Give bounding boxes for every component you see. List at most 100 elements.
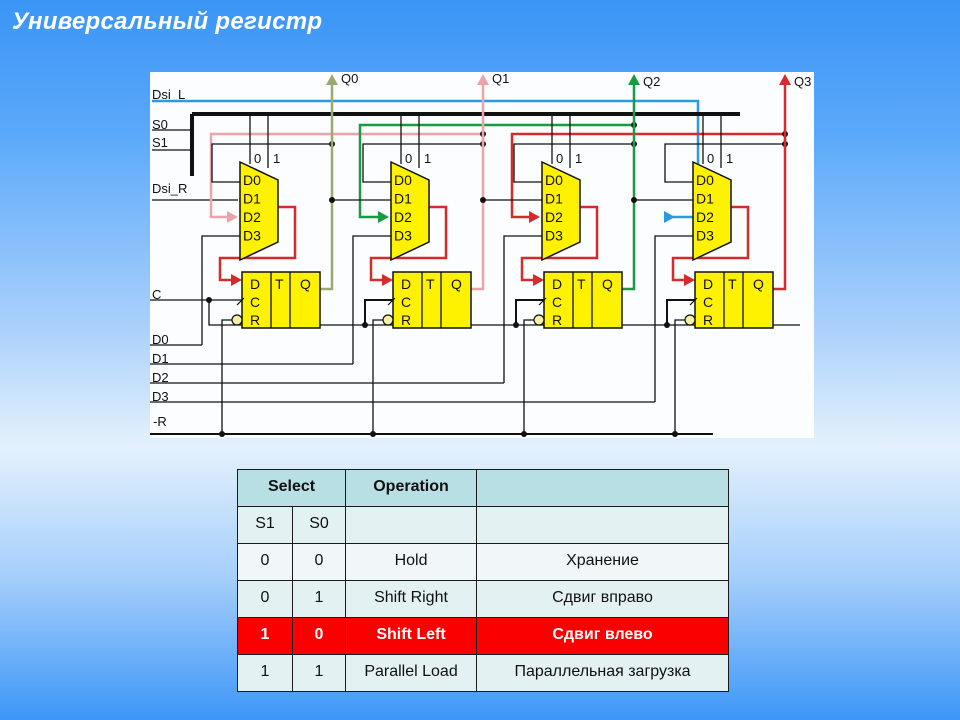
- mux-select-label: 1: [273, 151, 280, 166]
- cell-s0: 1: [291, 654, 347, 692]
- cell-s1: 1: [237, 617, 293, 655]
- reset-tap: [523, 319, 534, 434]
- cell-s1: 0: [237, 580, 293, 618]
- label-dsi-r: Dsi_R: [152, 181, 187, 196]
- mux-input-label: D0: [243, 172, 261, 188]
- flip-flop: [241, 271, 321, 329]
- ff-label: Q: [451, 276, 462, 292]
- mux-to-ff: [369, 205, 448, 282]
- junction-dot: [329, 197, 335, 203]
- mux-input-label: D2: [243, 209, 261, 225]
- cell-s0: 0: [291, 617, 347, 655]
- q1-feedback: [209, 132, 483, 219]
- mux-input-label: D3: [243, 228, 261, 244]
- mux-input-label: D3: [394, 228, 412, 244]
- mux-input-label: D2: [545, 209, 563, 225]
- hold-loop: [362, 143, 483, 183]
- ff-label: C: [250, 294, 260, 310]
- junction-dot: [664, 322, 670, 328]
- table-row: 0 1 Shift Right Сдвиг вправо: [237, 580, 730, 618]
- q-output-1: [471, 82, 485, 291]
- label-d1: D1: [152, 351, 169, 366]
- reset-bubble: [684, 314, 696, 326]
- mux: [692, 160, 732, 262]
- label-q0: Q0: [341, 72, 358, 86]
- clock-tap: [364, 299, 393, 325]
- output-arrow-3: [779, 74, 791, 85]
- slide-title: Универсальный регистр: [12, 8, 323, 35]
- arrow-head: [529, 211, 540, 223]
- ff-label: R: [250, 312, 260, 328]
- arrow-head: [227, 211, 238, 223]
- flip-flop: [392, 271, 472, 329]
- output-arrow-1: [477, 74, 489, 85]
- cell-operation: Parallel Load: [345, 654, 478, 692]
- ff-label: T: [426, 276, 435, 292]
- mux-select-label: 0: [556, 151, 563, 166]
- table-row: 1 1 Parallel Load Параллельная загрузка: [237, 654, 730, 692]
- subheader-s0: S0: [291, 506, 347, 544]
- ff-label: D: [552, 276, 562, 292]
- parallel-input-wire: [503, 235, 542, 383]
- header-description: [476, 469, 730, 507]
- mux: [390, 160, 430, 262]
- ff-label: R: [552, 312, 562, 328]
- mux-input-label: D0: [394, 172, 412, 188]
- table-header-row: Select Operation: [236, 469, 730, 507]
- mux-input-label: D1: [545, 191, 563, 207]
- ff-label: Q: [602, 276, 613, 292]
- clock-edge-mark: [689, 297, 698, 306]
- label-d2: D2: [152, 370, 169, 385]
- mux: [239, 160, 279, 262]
- hold-loop: [513, 143, 634, 183]
- arrow-head: [684, 274, 695, 286]
- ff-label: C: [552, 294, 562, 310]
- operation-table: Select Operation S1 S0 0 0 Hold Хранение…: [236, 469, 730, 692]
- flip-flop: [694, 271, 774, 329]
- parallel-input-wire: [201, 235, 240, 345]
- label-reset: -R: [153, 414, 167, 429]
- header-select: Select: [236, 469, 347, 507]
- ff-label: R: [401, 312, 411, 328]
- mux-select-label: 1: [424, 151, 431, 166]
- parallel-input-wire: [352, 235, 391, 364]
- table-subheader-row: S1 S0: [237, 506, 730, 544]
- mux-to-ff: [671, 205, 750, 282]
- label-s1: S1: [152, 135, 168, 150]
- clock-tap: [666, 299, 695, 325]
- clock-edge-mark: [538, 297, 547, 306]
- label-q2: Q2: [643, 74, 660, 89]
- flip-flop: [543, 271, 623, 329]
- mux-input-label: D1: [394, 191, 412, 207]
- cell-s1: 1: [237, 654, 293, 692]
- reset-bubble: [382, 314, 394, 326]
- mux-input-label: D1: [243, 191, 261, 207]
- label-d0: D0: [152, 332, 169, 347]
- q-output-2: [622, 82, 636, 291]
- arrow-head: [378, 211, 389, 223]
- register-circuit-diagram: Dsi_L S0 S1 Dsi_R C D0 D1 D2 D3 -R Q0 Q1…: [150, 72, 814, 438]
- label-dsi-l: Dsi_L: [152, 87, 185, 102]
- arrow-head: [533, 274, 544, 286]
- reset-tap: [674, 319, 685, 434]
- mux-input-label: D0: [545, 172, 563, 188]
- mux-select-label: 0: [405, 151, 412, 166]
- label-s0: S0: [152, 117, 168, 132]
- wires: [150, 74, 800, 437]
- ff-label: T: [275, 276, 284, 292]
- cell-description: Хранение: [476, 543, 730, 581]
- label-d3: D3: [152, 389, 169, 404]
- cell-s1: 0: [237, 543, 293, 581]
- cell-s0: 0: [291, 543, 347, 581]
- output-arrow-2: [628, 74, 640, 85]
- mux-input-label: D0: [696, 172, 714, 188]
- mux-input-label: D2: [394, 209, 412, 225]
- dsi-l-line: [152, 99, 700, 219]
- q-output-0: [320, 82, 334, 291]
- mux-input-label: D3: [696, 228, 714, 244]
- table-row: 0 0 Hold Хранение: [237, 543, 730, 581]
- reset-tap: [372, 319, 383, 434]
- ff-label: T: [577, 276, 586, 292]
